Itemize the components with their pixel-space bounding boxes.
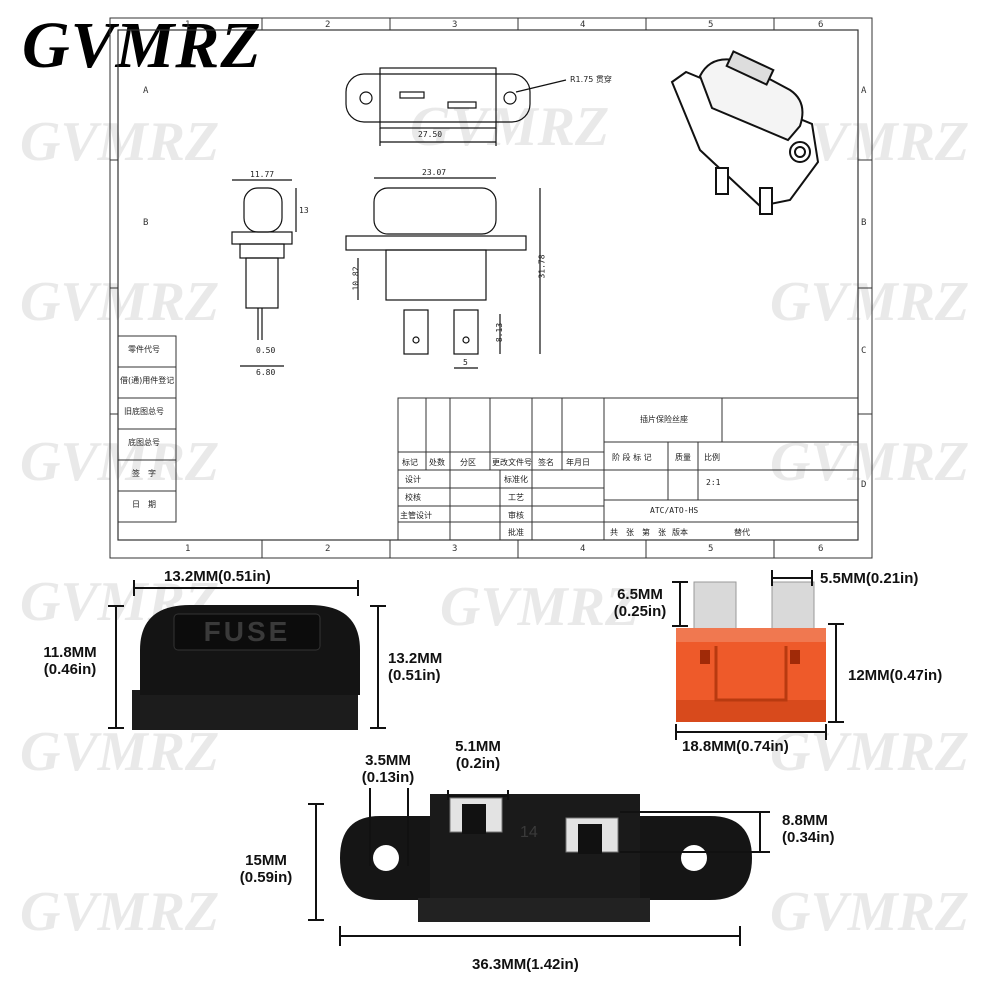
panel-label: 借(通)用件登记 <box>120 376 175 385</box>
title-footer: 替代 <box>734 528 750 537</box>
cap-height-left-dimension: 11.8MM(0.46in) <box>43 644 97 678</box>
grid-number: 1 <box>185 20 191 30</box>
grid-number: 2 <box>325 544 331 554</box>
panel-label: 零件代号 <box>128 345 160 354</box>
fuse-width-dimension: 18.8MM(0.74in) <box>682 738 789 755</box>
dimension-text: 31.78 <box>537 254 547 279</box>
title-header: 处数 <box>429 458 445 467</box>
title-row: 校核 <box>405 493 421 502</box>
dimension-text: 5 <box>463 358 468 367</box>
scale-value: 2:1 <box>706 478 721 487</box>
product-photos <box>108 570 844 946</box>
dimension-text: 6.80 <box>256 368 276 377</box>
panel-label: 旧底图总号 <box>124 407 164 416</box>
watermark: GVMRZ <box>440 576 640 638</box>
brand-logo: GVMRZ <box>22 9 262 82</box>
title-header: 更改文件号 <box>492 458 532 467</box>
grid-number: 4 <box>580 544 586 554</box>
fuse-cap-image <box>132 605 360 730</box>
grid-letter: D <box>861 480 867 490</box>
hole-dimension: 3.5MM(0.13in) <box>361 752 415 786</box>
title-mid: 标准化 <box>504 475 528 484</box>
watermark: GVMRZ <box>20 881 220 943</box>
watermark: GVMRZ <box>770 271 970 333</box>
blade-fuse-image <box>676 581 826 722</box>
blade-width-dimension: 5.5MM(0.21in) <box>820 570 919 587</box>
watermark: GVMRZ <box>20 431 220 493</box>
dimension-text: 11.77 <box>250 170 275 179</box>
holder-number: 14 <box>520 824 538 841</box>
watermark: GVMRZ <box>20 271 220 333</box>
dimension-text: 13 <box>299 206 309 215</box>
part-name: 插片保险丝座 <box>640 415 688 424</box>
title-header: 分区 <box>460 458 476 467</box>
terminal-height-dimension: 8.8MM(0.34in) <box>782 812 835 846</box>
grid-letter: A <box>861 86 867 96</box>
blade-height-dimension: 6.5MM(0.25in) <box>613 586 667 620</box>
panel-label: 底图总号 <box>128 438 160 447</box>
grid-number: 2 <box>325 20 331 30</box>
grid-number: 6 <box>818 544 824 554</box>
grid-letter: A <box>143 86 149 96</box>
scale-label: 比例 <box>704 453 720 462</box>
grid-letter: B <box>861 218 867 228</box>
dimension-text: 10.82 <box>351 266 361 291</box>
cap-width-dimension: 13.2MM(0.51in) <box>164 568 271 585</box>
title-mid: 工艺 <box>508 493 524 502</box>
title-header: 签名 <box>538 458 554 467</box>
title-footer: 版本 <box>672 528 688 537</box>
grid-number: 3 <box>452 544 458 554</box>
watermark: GVMRZ <box>20 111 220 173</box>
dimension-text: 23.07 <box>422 168 447 177</box>
title-footer: 共 张 第 张 <box>610 528 666 537</box>
fuse-cap-label: FUSE <box>203 616 291 647</box>
title-row: 主管设计 <box>400 511 432 520</box>
dimension-text: 8.13 <box>495 322 505 343</box>
grid-number: 6 <box>818 20 824 30</box>
fuse-body-height-dimension: 12MM(0.47in) <box>848 667 943 684</box>
grid-number: 5 <box>708 20 714 30</box>
grid-number: 1 <box>185 544 191 554</box>
title-row: 设计 <box>405 475 421 484</box>
grid-letter: B <box>143 218 149 228</box>
dimension-text: 0.50 <box>256 346 276 355</box>
watermark: GVMRZ <box>770 431 970 493</box>
title-header: 年月日 <box>566 458 590 467</box>
grid-number: 4 <box>580 20 586 30</box>
terminal-width-dimension: 5.1MM(0.2in) <box>455 738 501 772</box>
watermark: GVMRZ <box>770 881 970 943</box>
title-mid: 批准 <box>508 528 524 537</box>
dimension-text: 27.50 <box>418 130 443 139</box>
panel-label: 签 字 <box>132 469 156 478</box>
stage-label: 阶 段 标 记 <box>612 453 652 462</box>
dimension-note: R1.75 贯穿 <box>570 75 612 84</box>
title-header: 标记 <box>402 458 418 467</box>
watermark: GVMRZ <box>410 96 610 158</box>
watermark: GVMRZ <box>20 721 220 783</box>
holder-height-dimension: 15MM(0.59in) <box>239 852 293 886</box>
model-number: ATC/ATO-HS <box>650 506 699 515</box>
grid-letter: C <box>861 346 867 356</box>
weight-label: 质量 <box>675 453 691 462</box>
holder-length-dimension: 36.3MM(1.42in) <box>472 956 579 973</box>
fuse-holder-image <box>340 794 752 922</box>
panel-label: 日 期 <box>132 500 156 509</box>
grid-number: 5 <box>708 544 714 554</box>
technical-drawing <box>109 17 873 559</box>
title-mid: 审核 <box>508 511 524 520</box>
cap-height-right-dimension: 13.2MM(0.51in) <box>388 650 443 684</box>
grid-number: 3 <box>452 20 458 30</box>
